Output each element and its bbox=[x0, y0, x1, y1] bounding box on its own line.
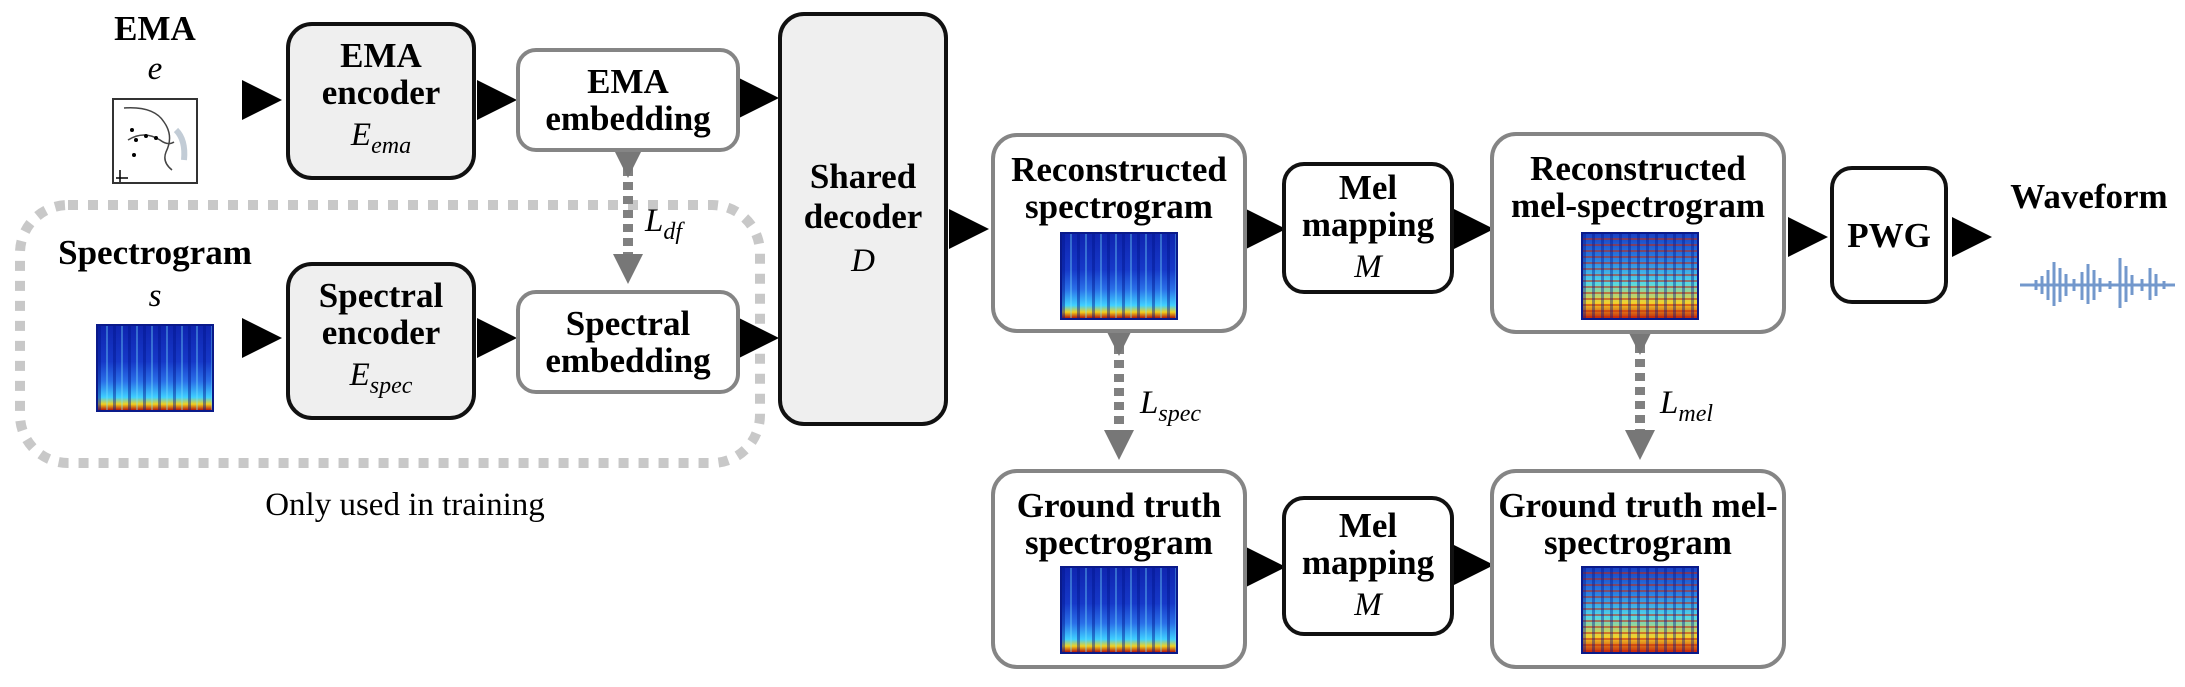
ground-truth-spectrogram-image bbox=[1060, 566, 1178, 654]
ema-encoder-symbol: Eema bbox=[350, 116, 412, 159]
loss-df-label: Ldf bbox=[645, 203, 683, 245]
reconstructed-mel-label: Reconstructed mel-spectrogram bbox=[1511, 149, 1765, 225]
spectral-embedding-label: Spectral embedding bbox=[545, 304, 711, 380]
pwg-block: PWG bbox=[1830, 166, 1948, 304]
waveform-label: Waveform bbox=[2010, 177, 2168, 216]
spectral-encoder-label: Spectral encoder bbox=[318, 275, 444, 352]
reconstructed-spectrogram-label: Reconstructed spectrogram bbox=[1011, 150, 1227, 226]
reconstructed-spectrogram-image bbox=[1060, 232, 1178, 320]
pwg-label: PWG bbox=[1847, 215, 1931, 255]
waveform-icon bbox=[2020, 258, 2175, 308]
mel-mapping-bottom-label: Mel mapping bbox=[1301, 506, 1435, 582]
spectrogram-input-title: Spectrogram bbox=[58, 233, 252, 272]
ema-embedding-block: EMA embedding bbox=[516, 48, 740, 152]
ema-input-title: EMA bbox=[114, 9, 196, 48]
spectrogram-input-image bbox=[96, 324, 214, 412]
shared-decoder-symbol: D bbox=[851, 243, 875, 279]
spectrogram-input-symbol: s bbox=[148, 278, 162, 314]
articulator-icon bbox=[116, 107, 188, 182]
mel-mapping-bottom-symbol: M bbox=[1354, 587, 1382, 623]
mel-mapping-top-symbol: M bbox=[1354, 249, 1382, 285]
ground-truth-spectrogram-label: Ground truth spectrogram bbox=[1016, 486, 1222, 562]
ground-truth-mel-label: Ground truth mel-spectrogram bbox=[1498, 486, 1778, 562]
ema-encoder-block: EMA encoder Eema bbox=[286, 22, 476, 180]
spectral-encoder-block: Spectral encoder Espec bbox=[286, 262, 476, 420]
ground-truth-mel-image bbox=[1581, 566, 1699, 654]
spectral-encoder-symbol: Espec bbox=[349, 356, 413, 399]
ema-input-symbol: e bbox=[147, 51, 163, 87]
mel-mapping-bottom-block: Mel mapping M bbox=[1282, 496, 1454, 636]
training-note: Only used in training bbox=[265, 487, 545, 523]
mel-mapping-top-block: Mel mapping M bbox=[1282, 162, 1454, 294]
shared-decoder-block: Shared decoder D bbox=[778, 12, 948, 426]
ema-encoder-label: EMA encoder bbox=[321, 35, 441, 112]
reconstructed-mel-image bbox=[1581, 232, 1699, 320]
shared-decoder-label: Shared decoder bbox=[803, 157, 923, 236]
ema-embedding-label: EMA embedding bbox=[545, 62, 711, 138]
ema-articulation-image bbox=[112, 98, 198, 184]
loss-mel-label: Lmel bbox=[1660, 385, 1714, 427]
spectral-embedding-block: Spectral embedding bbox=[516, 290, 740, 394]
loss-spec-label: Lspec bbox=[1140, 385, 1202, 427]
mel-mapping-top-label: Mel mapping bbox=[1301, 168, 1435, 244]
